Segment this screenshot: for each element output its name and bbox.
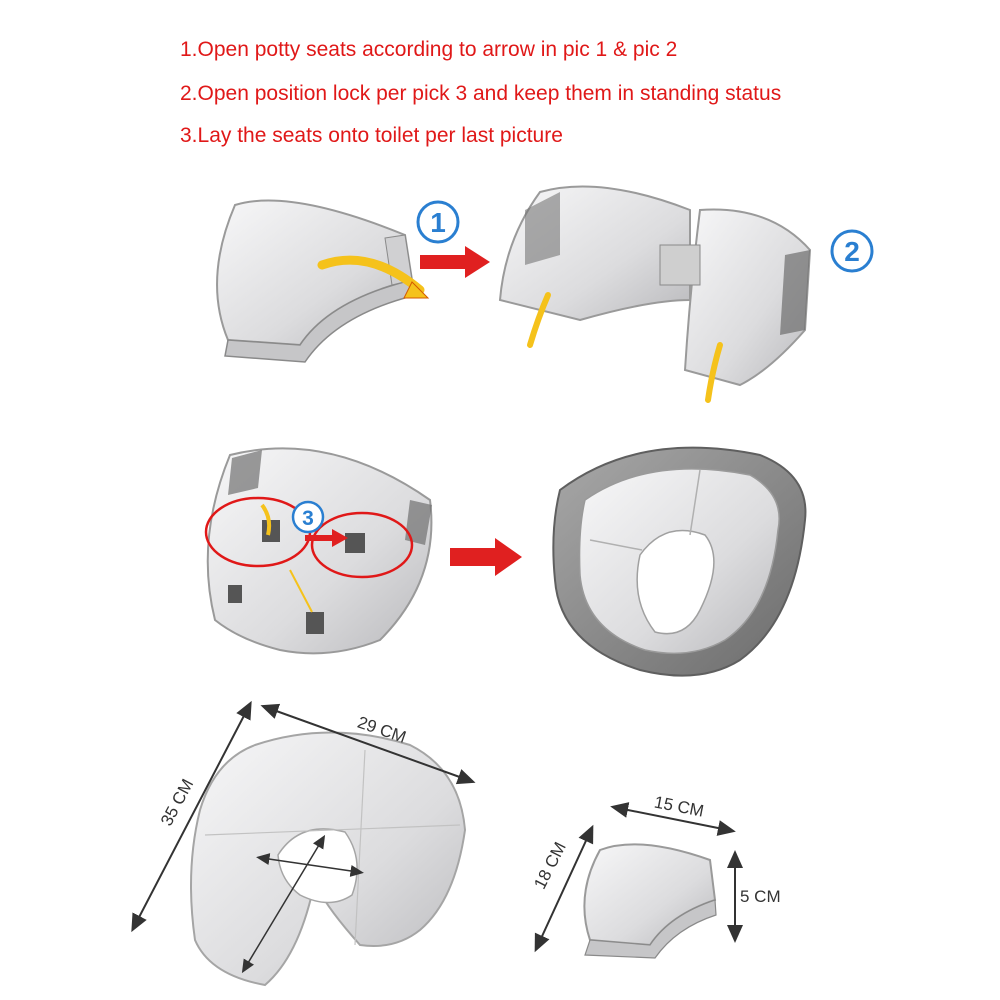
height-folded-label: 18 CM bbox=[530, 839, 570, 892]
step-2-badge: 2 bbox=[830, 229, 874, 273]
open-seat-dimension-drawing: 29 CM 35 CM bbox=[131, 700, 476, 987]
unfolding-seat-pic2 bbox=[498, 185, 812, 403]
arrow-right-icon bbox=[420, 246, 490, 278]
folded-seat-pic1 bbox=[216, 199, 430, 363]
instruction-2: 2.Open position lock per pick 3 and keep… bbox=[180, 82, 782, 105]
arrow-right-icon-2 bbox=[450, 538, 522, 576]
instruction-3: 3.Lay the seats onto toilet per last pic… bbox=[180, 124, 563, 147]
lock-highlight-right bbox=[310, 511, 414, 579]
folded-seat-dimension-drawing: 15 CM 18 CM 5 CM bbox=[530, 792, 781, 959]
instruction-1: 1.Open potty seats according to arrow in… bbox=[180, 38, 678, 61]
step-3-badge: 3 bbox=[291, 500, 325, 534]
small-arrow-right-icon bbox=[305, 529, 348, 547]
step-1-number: 1 bbox=[430, 207, 446, 238]
height-open-label: 35 CM bbox=[157, 776, 197, 829]
step-2-number: 2 bbox=[844, 236, 860, 267]
thickness-folded-label: 5 CM bbox=[740, 887, 781, 906]
step-1-badge: 1 bbox=[416, 200, 460, 244]
fold-curve-arrow bbox=[317, 255, 425, 295]
open-seat-pic3 bbox=[204, 447, 433, 655]
step-3-number: 3 bbox=[302, 507, 314, 530]
seat-on-toilet-pic4 bbox=[552, 446, 807, 677]
